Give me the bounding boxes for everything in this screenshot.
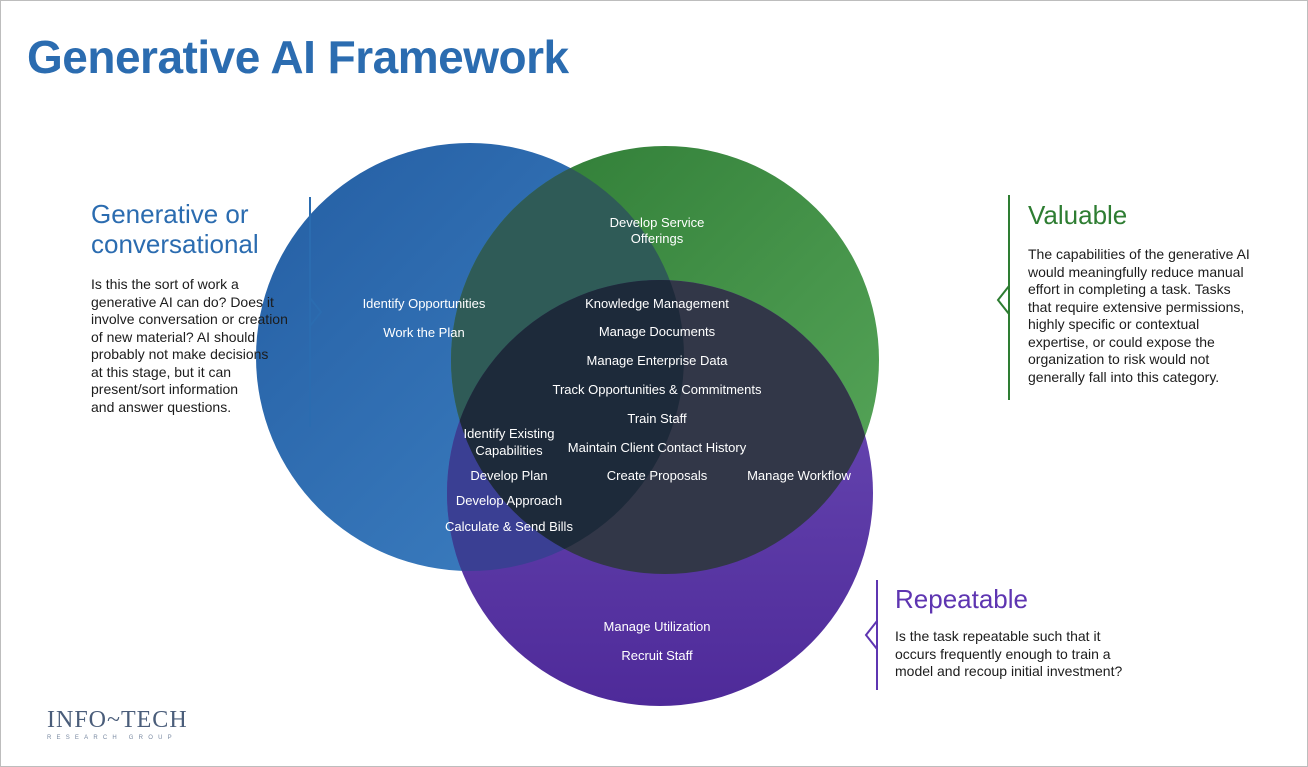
venn-label: Maintain Client Contact History bbox=[568, 440, 747, 455]
description-line: organization to risk would not bbox=[1028, 351, 1210, 367]
logo-wordmark: INFO~TECH bbox=[47, 707, 188, 733]
description-line: at this stage, but it can bbox=[91, 363, 232, 380]
description-line: Is the task repeatable such that it bbox=[895, 628, 1101, 644]
chevron-left-icon bbox=[996, 285, 1010, 315]
description-line: probably not make decisions bbox=[91, 346, 269, 362]
valuable-heading: Valuable bbox=[1028, 200, 1128, 230]
venn-label: Develop Approach bbox=[456, 493, 562, 508]
venn-label: Manage Enterprise Data bbox=[587, 353, 729, 368]
generative-description: Is this the sort of work a generative AI… bbox=[91, 276, 316, 416]
venn-label: Develop Plan bbox=[470, 468, 547, 483]
logo-subtitle: RESEARCH GROUP bbox=[47, 735, 177, 741]
description-line: highly specific or contextual bbox=[1028, 316, 1200, 332]
generative-heading-line: Generative or bbox=[91, 199, 249, 229]
venn-label: Identify Existing bbox=[463, 426, 554, 441]
description-line: that require extensive permissions, bbox=[1028, 298, 1245, 315]
venn-label: Capabilities bbox=[475, 443, 543, 458]
description-line: involve conversation or creation bbox=[91, 311, 288, 327]
venn-label: Manage Documents bbox=[599, 324, 716, 339]
generative-heading-line: conversational bbox=[91, 229, 259, 259]
description-line: effort in completing a task. Tasks bbox=[1028, 281, 1231, 297]
venn-label: Create Proposals bbox=[607, 468, 708, 483]
repeatable-divider bbox=[876, 580, 878, 690]
venn-label: Work the Plan bbox=[383, 325, 464, 340]
chevron-left-icon bbox=[864, 620, 878, 650]
description-line: generative AI can do? Does it bbox=[91, 293, 274, 310]
valuable-description: The capabilities of the generative AI wo… bbox=[1028, 246, 1258, 386]
venn-label: Identify Opportunities bbox=[363, 296, 486, 311]
description-line: would meaningfully reduce manual bbox=[1028, 263, 1244, 280]
description-line: and answer questions. bbox=[91, 398, 232, 415]
description-line: Is this the sort of work a bbox=[91, 276, 239, 292]
description-line: generally fall into this category. bbox=[1028, 368, 1220, 385]
venn-label: Offerings bbox=[631, 231, 684, 246]
generative-heading: Generative or conversational bbox=[91, 199, 306, 259]
venn-label: Develop Service bbox=[610, 215, 705, 230]
venn-label: Calculate & Send Bills bbox=[445, 519, 573, 534]
valuable-divider bbox=[1008, 195, 1010, 400]
generative-divider bbox=[309, 197, 311, 427]
description-line: occurs frequently enough to train a bbox=[895, 645, 1111, 662]
repeatable-description: Is the task repeatable such that it occu… bbox=[895, 628, 1125, 681]
description-line: model and recoup initial investment? bbox=[895, 663, 1123, 679]
description-line: The capabilities of the generative AI bbox=[1028, 246, 1250, 262]
description-line: present/sort information bbox=[91, 381, 239, 397]
venn-label: Manage Workflow bbox=[747, 468, 851, 483]
venn-label: Train Staff bbox=[627, 411, 687, 426]
infotech-logo: INFO~TECH RESEARCH GROUP bbox=[47, 707, 188, 741]
venn-label: Recruit Staff bbox=[621, 648, 693, 663]
venn-label: Manage Utilization bbox=[604, 619, 711, 634]
description-line: expertise, or could expose the bbox=[1028, 333, 1215, 350]
description-line: of new material? AI should bbox=[91, 328, 256, 345]
chevron-right-icon bbox=[309, 297, 323, 327]
venn-label: Track Opportunities & Commitments bbox=[552, 382, 762, 397]
repeatable-heading: Repeatable bbox=[895, 584, 1028, 614]
venn-label: Knowledge Management bbox=[585, 296, 729, 311]
page-title: Generative AI Framework bbox=[27, 31, 569, 83]
